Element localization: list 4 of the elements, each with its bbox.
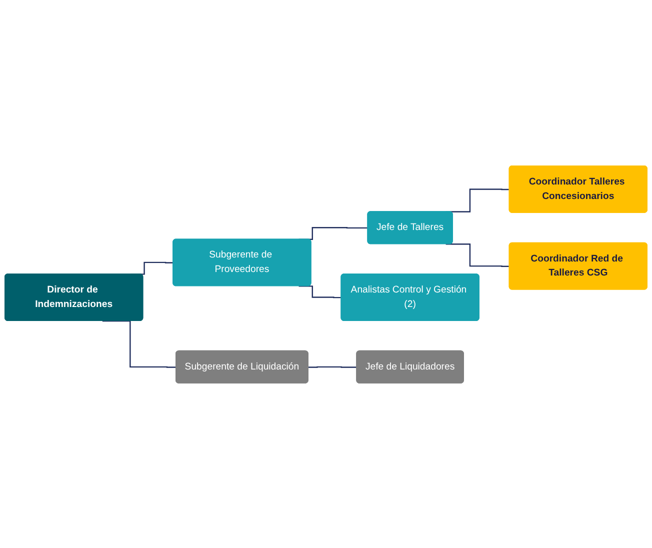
connector [298,285,342,298]
connector [446,243,510,266]
connector [308,366,357,368]
connector [102,320,176,368]
